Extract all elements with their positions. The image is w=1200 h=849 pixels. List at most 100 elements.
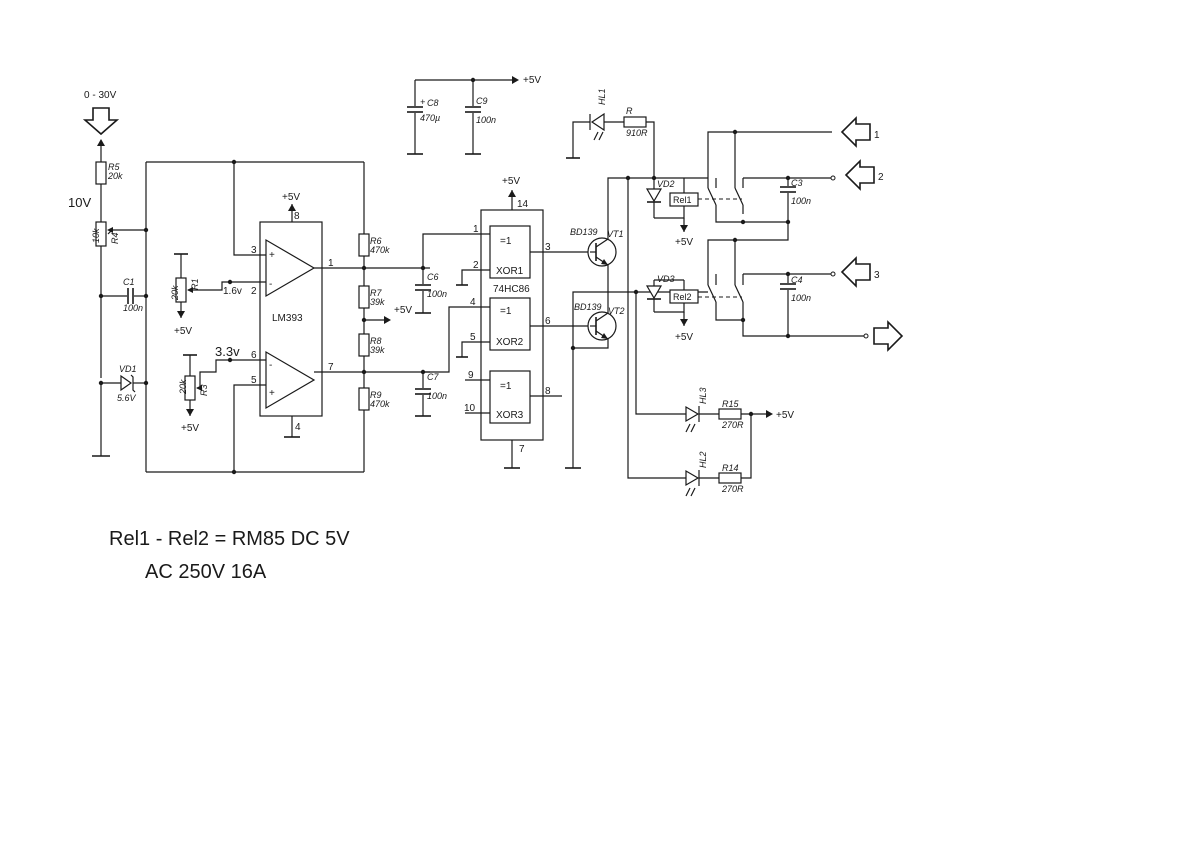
- junction: [98, 380, 104, 386]
- svg-text:R15: R15: [722, 399, 740, 409]
- wire: [654, 206, 685, 219]
- junction: [227, 357, 233, 363]
- svg-text:100n: 100n: [791, 196, 811, 206]
- svg-text:BD139: BD139: [570, 227, 598, 237]
- wiper-wire: [188, 281, 230, 291]
- output-label-3: 3: [874, 270, 880, 281]
- svg-text:6: 6: [251, 350, 257, 361]
- svg-text:4: 4: [470, 297, 476, 308]
- arrow-head-icon: [680, 319, 688, 326]
- svg-text:=1: =1: [500, 306, 512, 317]
- junction: [143, 380, 149, 386]
- svg-text:XOR2: XOR2: [496, 337, 524, 348]
- arrow-head-icon: [680, 225, 688, 232]
- svg-text:+: +: [420, 97, 425, 107]
- lm393-label: LM393: [272, 313, 303, 324]
- svg-text:470k: 470k: [370, 245, 390, 255]
- arrow-head-icon: [508, 190, 516, 197]
- svg-text:=1: =1: [500, 381, 512, 392]
- wire: [233, 384, 266, 472]
- note-line-2: AC 250V 16A: [145, 561, 267, 583]
- junction: [570, 345, 576, 351]
- svg-text:R8: R8: [370, 336, 382, 346]
- svg-text:C4: C4: [791, 275, 803, 285]
- svg-text:VT2: VT2: [608, 306, 625, 316]
- svg-text:-: -: [269, 279, 272, 290]
- diode-VD2: [645, 188, 663, 203]
- svg-text:39k: 39k: [370, 345, 385, 355]
- junction: [98, 293, 104, 299]
- led-HL1: [590, 112, 605, 132]
- svg-text:R: R: [626, 106, 633, 116]
- svg-text:4: 4: [295, 422, 301, 433]
- svg-text:470µ: 470µ: [420, 113, 440, 123]
- v-in2-label: 3.3v: [215, 344, 240, 359]
- svg-text:+5V: +5V: [675, 332, 693, 343]
- resistor-R15: [718, 408, 742, 420]
- diode-VD3: [645, 285, 663, 300]
- xor-chip-label: 74HC86: [493, 284, 530, 295]
- arrow-head-icon: [177, 311, 185, 318]
- svg-text:+5V: +5V: [282, 192, 300, 203]
- v-in1-label: 1.6v: [223, 286, 242, 297]
- xor-gate-2: [489, 297, 531, 351]
- wire: [607, 177, 628, 239]
- junction: [227, 279, 233, 285]
- resistor-R14: [718, 472, 742, 484]
- svg-text:+: +: [269, 388, 275, 399]
- arrow-head-icon: [288, 204, 296, 211]
- svg-text:9: 9: [468, 370, 474, 381]
- svg-text:-: -: [269, 360, 272, 371]
- arrow-head-icon: [512, 76, 519, 84]
- resistor-R: [623, 116, 647, 128]
- wiper-arrow-icon: [196, 385, 202, 391]
- wire: [572, 121, 590, 158]
- output-arrow-2: [844, 159, 875, 191]
- junction: [143, 293, 149, 299]
- wire: [627, 178, 686, 479]
- led-HL2: [685, 469, 700, 487]
- svg-text:R6: R6: [370, 236, 382, 246]
- transistor-VT1: [587, 237, 617, 267]
- wire: [635, 292, 686, 415]
- junction: [143, 227, 149, 233]
- svg-text:VT1: VT1: [607, 229, 624, 239]
- svg-text:VD3: VD3: [657, 274, 675, 284]
- svg-text:100n: 100n: [791, 293, 811, 303]
- svg-text:+5V: +5V: [394, 305, 412, 316]
- arrow-head-icon: [766, 410, 773, 418]
- svg-text:C3: C3: [791, 178, 803, 188]
- svg-text:C7: C7: [427, 372, 439, 382]
- svg-text:20k: 20k: [178, 379, 188, 395]
- comparator-2: [265, 350, 316, 410]
- R5-ref: R5: [108, 162, 120, 172]
- svg-text:+: +: [269, 250, 275, 261]
- svg-text:Rel1: Rel1: [673, 195, 692, 205]
- arrow-head-icon: [97, 139, 105, 146]
- svg-text:R9: R9: [370, 390, 382, 400]
- svg-text:6: 6: [545, 316, 551, 327]
- svg-text:=1: =1: [500, 236, 512, 247]
- svg-text:2: 2: [473, 260, 479, 271]
- xor-gate-3: [489, 370, 531, 424]
- svg-text:100n: 100n: [476, 115, 496, 125]
- svg-text:XOR1: XOR1: [496, 266, 524, 277]
- svg-text:R1: R1: [190, 278, 200, 290]
- svg-text:VD2: VD2: [657, 179, 675, 189]
- svg-text:270R: 270R: [721, 484, 744, 494]
- svg-text:1: 1: [328, 258, 334, 269]
- input-range-label: 0 - 30V: [84, 90, 117, 101]
- C1-val: 100n: [123, 303, 143, 313]
- transistor-VT2: [587, 311, 617, 341]
- svg-text:100n: 100n: [427, 289, 447, 299]
- output-label-1: 1: [874, 130, 880, 141]
- resistor-R5: [95, 161, 107, 185]
- wiper-arrow-icon: [187, 287, 193, 293]
- junction: [361, 369, 367, 375]
- svg-text:7: 7: [519, 444, 525, 455]
- svg-text:+5V: +5V: [776, 410, 794, 421]
- output-arrow-3: [840, 256, 871, 288]
- junction: [361, 265, 367, 271]
- svg-text:Rel2: Rel2: [673, 292, 692, 302]
